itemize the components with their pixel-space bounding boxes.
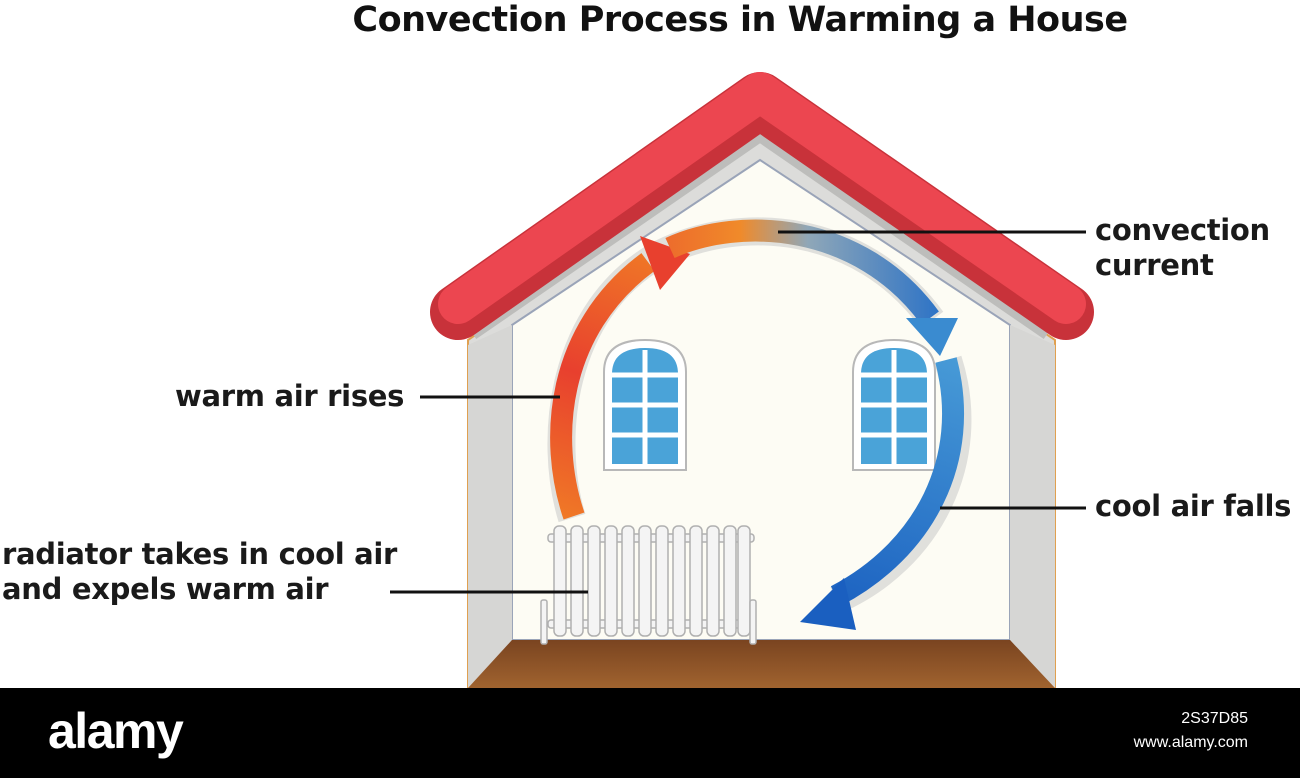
cool-air-falls-label: cool air falls [1095, 489, 1292, 523]
convection-current-arrowhead [906, 318, 958, 356]
leader-lines [390, 230, 1086, 594]
convection-current-label-line1: convection [1095, 213, 1270, 247]
convection-current-label: convection current [1095, 213, 1270, 283]
radiator-label-line2: and expels warm air [2, 572, 329, 606]
watermark-site: www.alamy.com [1133, 734, 1248, 751]
convection-current-label-line2: current [1095, 248, 1214, 282]
cool-air-arrowhead [800, 578, 856, 630]
convection-current-arrow [665, 219, 939, 325]
radiator [540, 525, 757, 645]
warm-air-rises-label: warm air rises [175, 379, 405, 413]
watermark-brand: alamy [48, 703, 184, 759]
floor [468, 640, 1055, 688]
warm-air-arrow [550, 253, 655, 520]
watermark-footer: alamy 2S37D85 www.alamy.com [0, 688, 1300, 778]
left-window [603, 338, 687, 471]
right-window [852, 338, 936, 471]
diagram-title: Convection Process in Warming a House [352, 0, 1128, 40]
radiator-label: radiator takes in cool air and expels wa… [2, 537, 397, 607]
cool-air-arrow [830, 357, 964, 606]
left-side-wall [468, 325, 512, 688]
watermark-image-id: 2S37D85 [1181, 710, 1248, 727]
convection-arrows [547, 217, 972, 630]
radiator-label-line1: radiator takes in cool air [2, 537, 398, 571]
